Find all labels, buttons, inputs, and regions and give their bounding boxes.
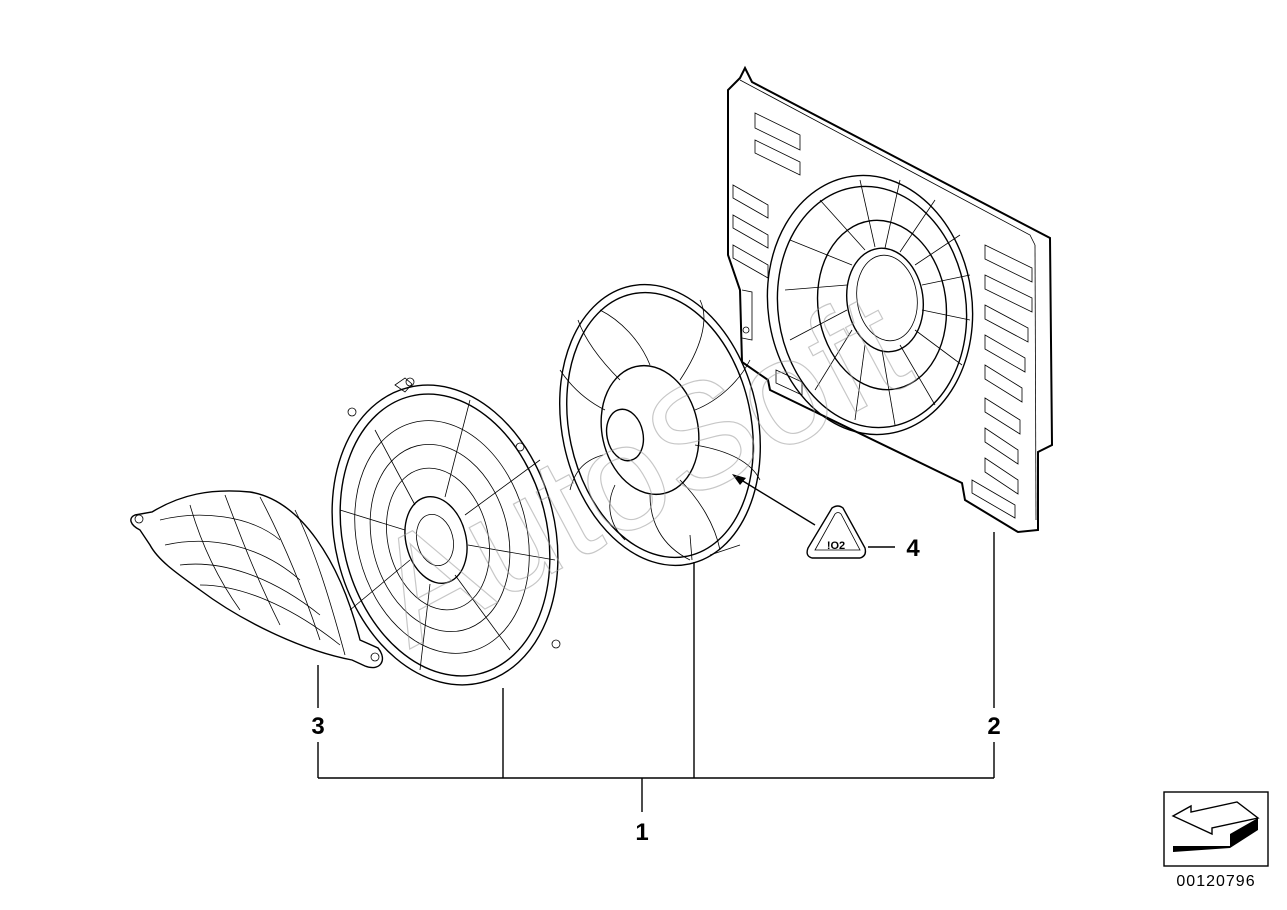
callout-4: 4 — [906, 535, 920, 562]
leader-lines — [317, 474, 995, 812]
diagram-code: 00120796 — [1176, 873, 1255, 890]
fan-cover[interactable] — [130, 490, 383, 669]
back-arrow-icon[interactable] — [1163, 791, 1269, 867]
fan-impeller[interactable] — [535, 266, 786, 585]
fan-shroud[interactable] — [727, 65, 1054, 534]
callout-1: 1 — [635, 819, 648, 846]
callout-3: 3 — [311, 713, 324, 740]
callout-2: 2 — [987, 713, 1000, 740]
fan-grille[interactable] — [301, 361, 588, 709]
warning-label-text: !O2 — [827, 540, 845, 552]
warning-label[interactable]: !O2 — [806, 505, 867, 559]
